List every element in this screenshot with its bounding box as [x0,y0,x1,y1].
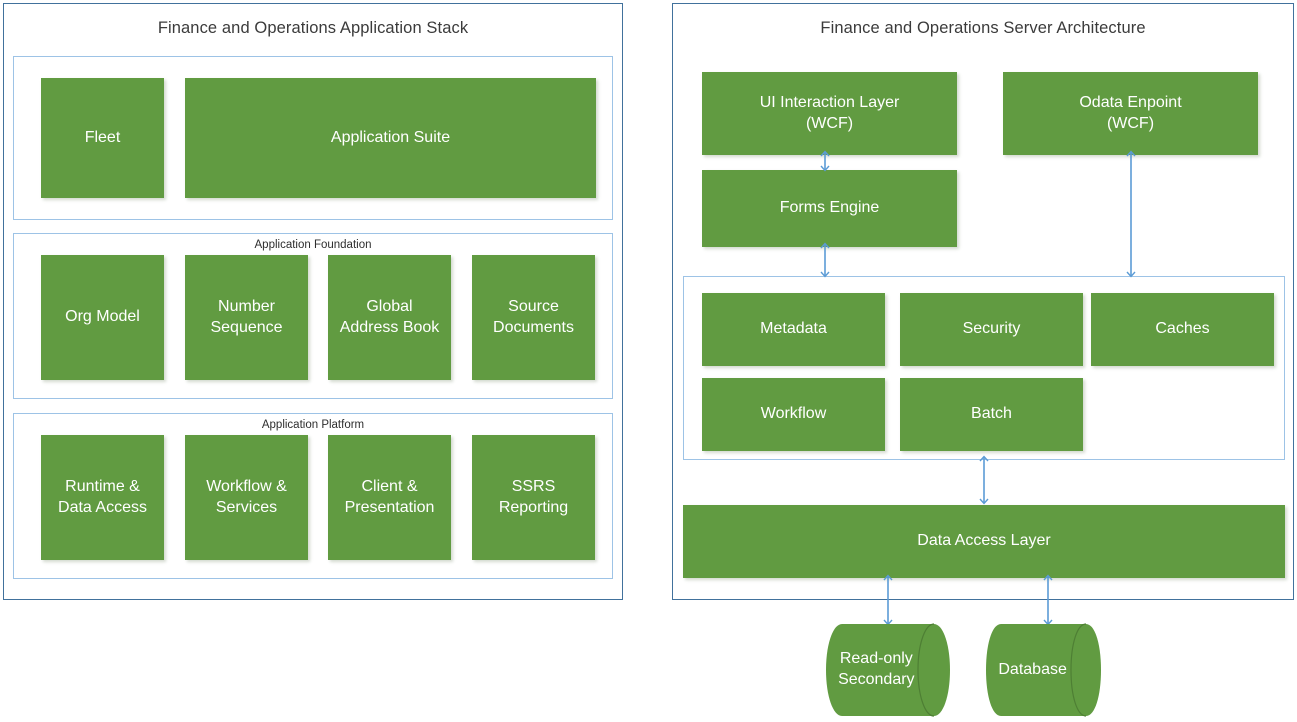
cylinder-database[interactable]: Database [986,623,1112,717]
application-platform-label: Application Platform [261,419,365,431]
node-data-access-layer[interactable]: Data Access Layer [683,505,1285,578]
application-stack-title: Finance and Operations Application Stack [157,19,469,37]
node-fleet[interactable]: Fleet [41,78,164,198]
server-services-container: Metadata Security Caches Workflow Batch [683,276,1285,460]
node-ssrs-reporting[interactable]: SSRS Reporting [472,435,595,560]
node-odata-endpoint[interactable]: Odata Enpoint (WCF) [1003,72,1258,155]
application-platform-group: Application Platform Runtime & Data Acce… [13,413,613,579]
node-org-model[interactable]: Org Model [41,255,164,380]
node-workflow[interactable]: Workflow [702,378,885,451]
node-metadata[interactable]: Metadata [702,293,885,366]
node-source-documents[interactable]: Source Documents [472,255,595,380]
application-stack-top-group: Fleet Application Suite [13,56,613,220]
node-runtime-data-access[interactable]: Runtime & Data Access [41,435,164,560]
node-workflow-services[interactable]: Workflow & Services [185,435,308,560]
node-global-address-book[interactable]: Global Address Book [328,255,451,380]
node-application-suite[interactable]: Application Suite [185,78,596,198]
node-client-presentation[interactable]: Client & Presentation [328,435,451,560]
server-architecture-panel: Finance and Operations Server Architectu… [672,3,1294,600]
application-foundation-label: Application Foundation [254,239,372,251]
node-ui-interaction-layer[interactable]: UI Interaction Layer (WCF) [702,72,957,155]
application-stack-panel: Finance and Operations Application Stack… [3,3,623,600]
node-security[interactable]: Security [900,293,1083,366]
application-foundation-group: Application Foundation Org Model Number … [13,233,613,399]
cylinder-read-only-secondary[interactable]: Read-only Secondary [826,623,962,717]
node-number-sequence[interactable]: Number Sequence [185,255,308,380]
node-batch[interactable]: Batch [900,378,1083,451]
node-forms-engine[interactable]: Forms Engine [702,170,957,247]
server-architecture-title: Finance and Operations Server Architectu… [820,19,1146,37]
node-caches[interactable]: Caches [1091,293,1274,366]
